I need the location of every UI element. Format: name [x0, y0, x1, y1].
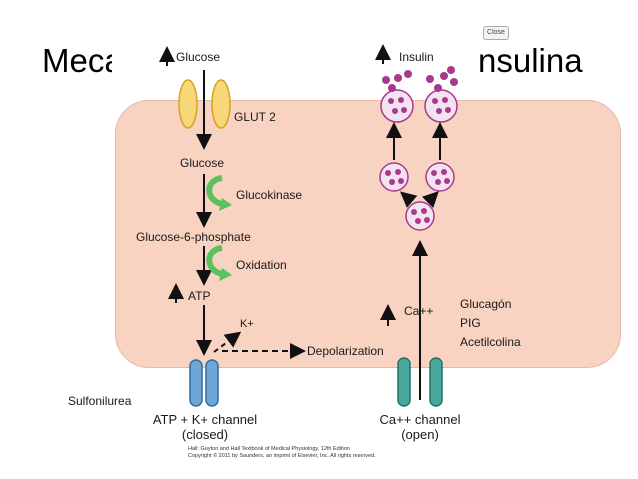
- k-ion-label: K+: [240, 318, 254, 330]
- glut2-transporter: [178, 79, 231, 129]
- figure-credit: Hall: Guyton and Hall Textbook of Medica…: [188, 446, 376, 460]
- ca-caption-line1: Ca++ channel: [379, 412, 461, 427]
- credit-line1: Hall: Guyton and Hall Textbook of Medica…: [188, 446, 350, 452]
- glucokinase-curve-icon: [206, 175, 224, 207]
- credit-line2: Copyright © 2011 by Saunders, an imprint…: [188, 453, 376, 459]
- granule-arrow-right: [421, 191, 439, 209]
- atp-label: ATP: [188, 289, 211, 303]
- katp-channel: [189, 359, 219, 407]
- granule-arrow-left: [399, 191, 418, 208]
- acetilcolina-label: Acetilcolina: [460, 335, 521, 349]
- sulfonilurea-label: Sulfonilurea: [68, 394, 132, 408]
- glucose-top-label: Glucose: [176, 50, 221, 64]
- katp-caption-line1: ATP + K+ channel: [152, 412, 258, 427]
- depolarization-label: Depolarization: [307, 344, 384, 358]
- g6p-label: Glucose-6-phosphate: [136, 230, 251, 244]
- katp-channel-caption: ATP + K+ channel (closed): [150, 412, 260, 442]
- glucokinase-label: Glucokinase: [236, 188, 303, 202]
- slide-title-right: nsulina: [478, 42, 583, 79]
- ca-caption-line2: (open): [401, 427, 439, 442]
- oxidation-label: Oxidation: [236, 258, 287, 272]
- slide-title-left: Meca: [42, 42, 123, 79]
- glucagon-label: Glucagón: [460, 297, 512, 311]
- glucose-inside-label: Glucose: [180, 156, 225, 170]
- ca-channel-caption: Ca++ channel (open): [370, 412, 470, 442]
- pig-label: PIG: [460, 316, 481, 330]
- glut2-label: GLUT 2: [234, 110, 276, 124]
- katp-caption-line2: (closed): [181, 427, 229, 442]
- oxidation-curve-icon: [206, 245, 224, 277]
- ca-ion-label: Ca++: [404, 304, 434, 318]
- ca-channel: [397, 357, 443, 407]
- k-efflux-arrow: [213, 331, 242, 353]
- insulin-label: Insulin: [399, 50, 434, 64]
- insulin-granules: [379, 66, 458, 231]
- close-button[interactable]: Close: [483, 26, 509, 40]
